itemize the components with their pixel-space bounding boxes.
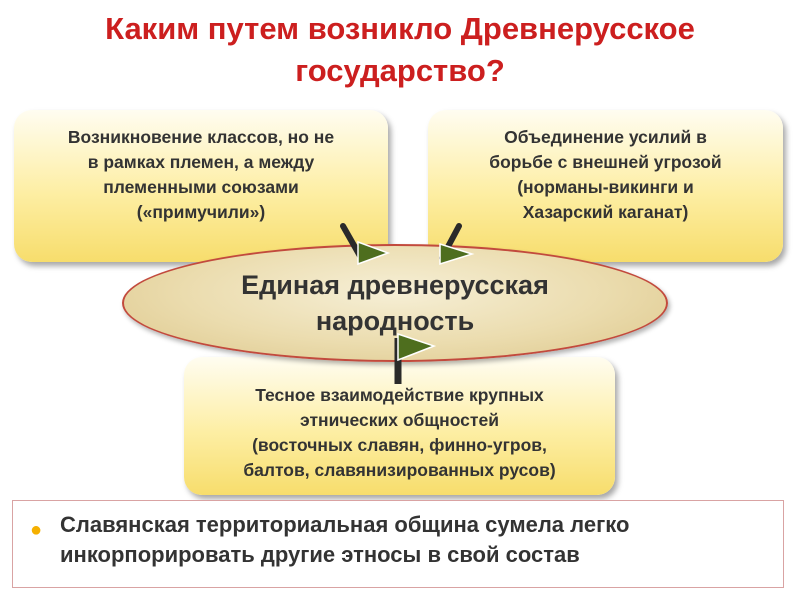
box-line: (восточных славян, финно-угров,	[252, 435, 547, 455]
box-line: борьбе с внешней угрозой	[489, 152, 722, 172]
conclusion-text: Славянская территориальная община сумела…	[60, 510, 780, 570]
box-line: Возникновение классов, но не	[67, 127, 335, 147]
ellipse-line: Единая древнерусская	[241, 270, 549, 300]
external-threat-box: Объединение усилий в борьбе с внешней уг…	[428, 110, 783, 262]
flag-arrow-icon	[394, 332, 437, 384]
flag-arrow-icon	[340, 223, 391, 266]
box-line: («примучили»)	[136, 202, 266, 222]
classes-origin-box: Возникновение классов, но не в рамках пл…	[14, 110, 388, 262]
conclusion-box	[12, 500, 784, 588]
box-line: Хазарский каганат)	[522, 202, 689, 222]
box-line: этнических общностей	[300, 410, 499, 430]
ellipse-line: народность	[315, 306, 475, 336]
box-line: племенными союзами	[103, 177, 299, 197]
box-line: (норманы-викинги и	[517, 177, 694, 197]
box-line: Тесное взаимодействие крупных	[255, 385, 544, 405]
title-line-2: государство?	[295, 53, 505, 88]
box-line: в рамках племен, а между	[87, 152, 315, 172]
bullet-dot-icon: ●	[30, 519, 43, 541]
flag-arrow-icon	[439, 223, 475, 266]
box-line: балтов, славянизированных русов)	[243, 460, 556, 480]
conclusion-line: Славянская территориальная община сумела…	[60, 512, 630, 537]
title-line-1: Каким путем возникло Древнерусское	[105, 11, 695, 46]
conclusion-line: инкорпорировать другие этносы в свой сос…	[60, 542, 580, 567]
slide-title: Каким путем возникло Древнерусское госуд…	[30, 8, 770, 92]
box-line: Объединение усилий в	[504, 127, 707, 147]
